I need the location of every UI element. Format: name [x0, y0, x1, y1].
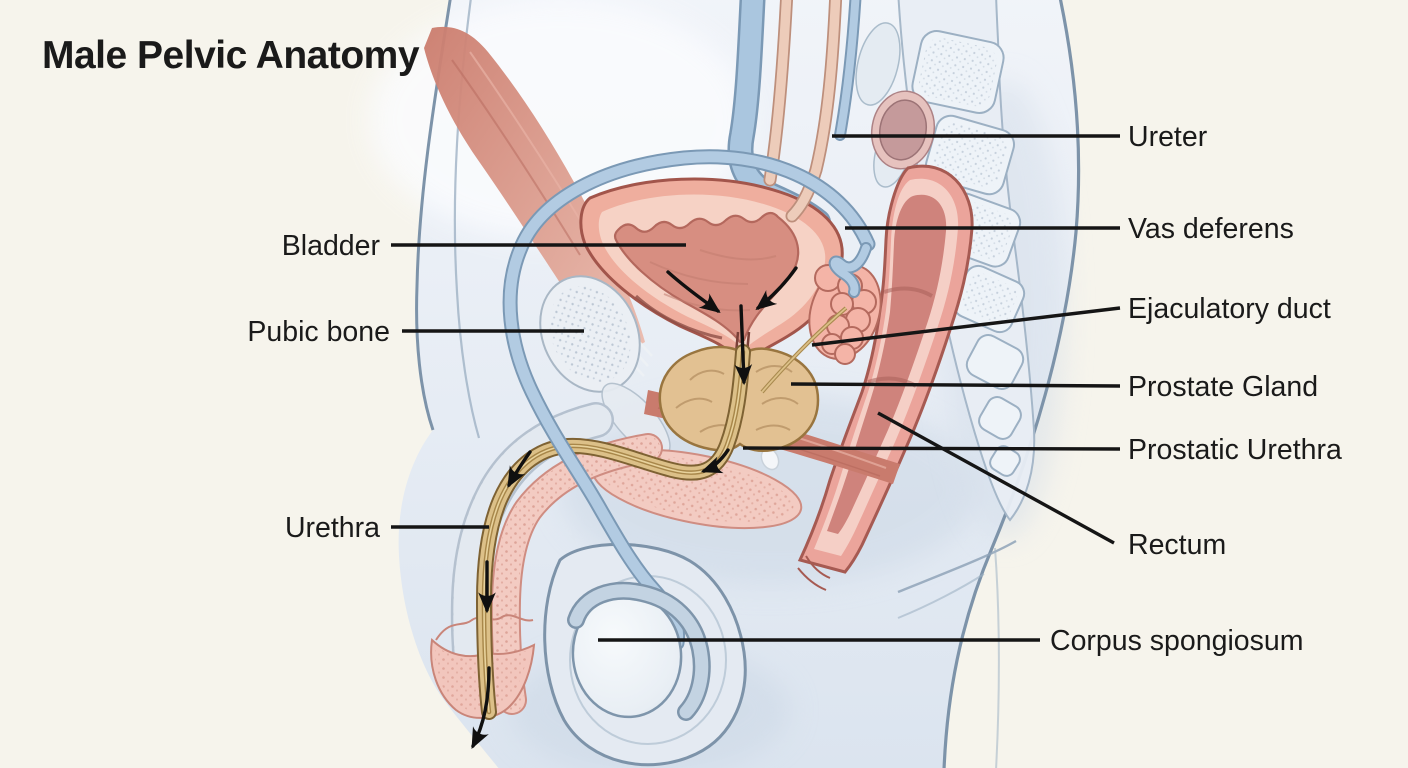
- prostate-lobules: [675, 365, 799, 433]
- ejaculatory-duct-shape: [760, 306, 848, 394]
- leader-line-rectum: [877, 411, 1115, 545]
- urine-flow-arrows: [471, 266, 798, 749]
- epididymis: [569, 584, 709, 719]
- iliac-branch: [836, 0, 860, 139]
- label-rectum: Rectum: [1128, 529, 1226, 561]
- leader-lines: [391, 134, 1121, 642]
- label-ureter: Ureter: [1128, 121, 1208, 153]
- leader-line-prostatic-urethra: [742, 446, 1121, 451]
- page-title: Male Pelvic Anatomy: [42, 34, 420, 77]
- label-urethra: Urethra: [285, 512, 380, 544]
- annotation-labels: Bladder Pubic bone Urethra Ureter Vas de…: [247, 121, 1342, 657]
- label-bladder: Bladder: [282, 230, 381, 262]
- vertebra-process-1: [855, 22, 901, 106]
- label-ejaculatory-duct: Ejaculatory duct: [1128, 293, 1331, 325]
- thigh-line: [994, 547, 1000, 768]
- leader-line-ejaculatory-duct: [811, 306, 1121, 347]
- testis-shape: [567, 581, 711, 721]
- label-prostate-gland: Prostate Gland: [1128, 371, 1318, 403]
- cut-vessel-oval: [870, 90, 936, 170]
- buttock-crease: [897, 539, 1017, 594]
- back-contour: [942, 0, 1081, 768]
- corpus-cavernosum: [450, 402, 614, 710]
- anal-canal-lines: [797, 555, 831, 591]
- label-corpus-spongiosum: Corpus spongiosum: [1050, 625, 1303, 657]
- label-pubic-bone: Pubic bone: [247, 316, 390, 348]
- leader-line-prostate-gland: [790, 382, 1121, 388]
- label-vas-deferens: Vas deferens: [1128, 213, 1294, 245]
- label-prostatic-urethra: Prostatic Urethra: [1128, 434, 1342, 466]
- bladder-fold: [634, 294, 723, 340]
- buttock-crease-2: [897, 573, 985, 619]
